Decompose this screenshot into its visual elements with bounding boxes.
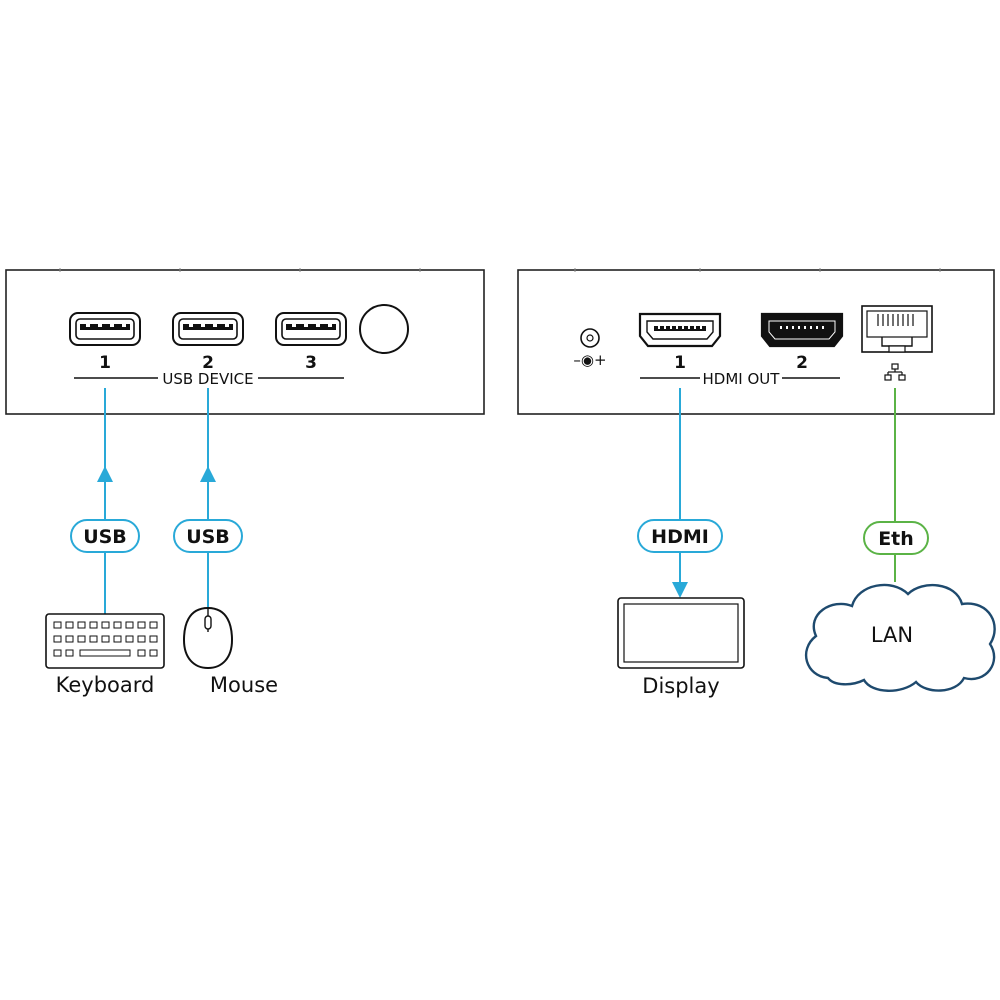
display-icon [617,597,745,669]
keyboard-icon [45,613,165,669]
network-icon [884,363,906,381]
lan-label: LAN [871,623,913,647]
lan-cloud-icon [805,583,996,692]
usb-port-1-number: 1 [99,353,111,373]
round-button[interactable] [359,304,409,354]
keyboard-caption: Keyboard [56,673,155,697]
hdmi-port-2[interactable] [760,312,844,348]
ethernet-port[interactable] [861,305,933,353]
usb-port-1[interactable] [69,312,141,346]
usb-2-label-pill: USB [173,519,243,553]
hdmi-port-1[interactable] [638,312,722,348]
display-caption: Display [642,674,719,698]
hdmi-cable [672,388,688,598]
hdmi-arrow-icon [672,582,688,598]
hdmi-label: HDMI [651,526,709,548]
hdmi-label-pill: HDMI [637,519,723,553]
eth-label-pill: Eth [863,521,929,555]
usb-1-arrow-icon [97,466,113,482]
mouse-icon [182,606,234,670]
usb-port-3-number: 3 [305,353,317,373]
usb-2-cable [200,388,216,614]
hdmi-group-label: HDMI OUT [703,370,781,388]
power-polarity-label: –◉+ [573,351,606,369]
usb-1-label-pill: USB [70,519,140,553]
hdmi-port-1-number: 1 [674,353,686,373]
power-jack[interactable] [580,328,600,348]
eth-label: Eth [878,528,914,550]
usb-port-2[interactable] [172,312,244,346]
mouse-caption: Mouse [210,673,278,697]
usb-2-label: USB [186,526,230,548]
usb-2-arrow-icon [200,466,216,482]
usb-group-label: USB DEVICE [162,370,253,388]
hdmi-port-2-number: 2 [796,353,808,373]
usb-1-cable [97,388,113,614]
usb-port-3[interactable] [275,312,347,346]
usb-1-label: USB [83,526,127,548]
usb-port-2-number: 2 [202,353,214,373]
